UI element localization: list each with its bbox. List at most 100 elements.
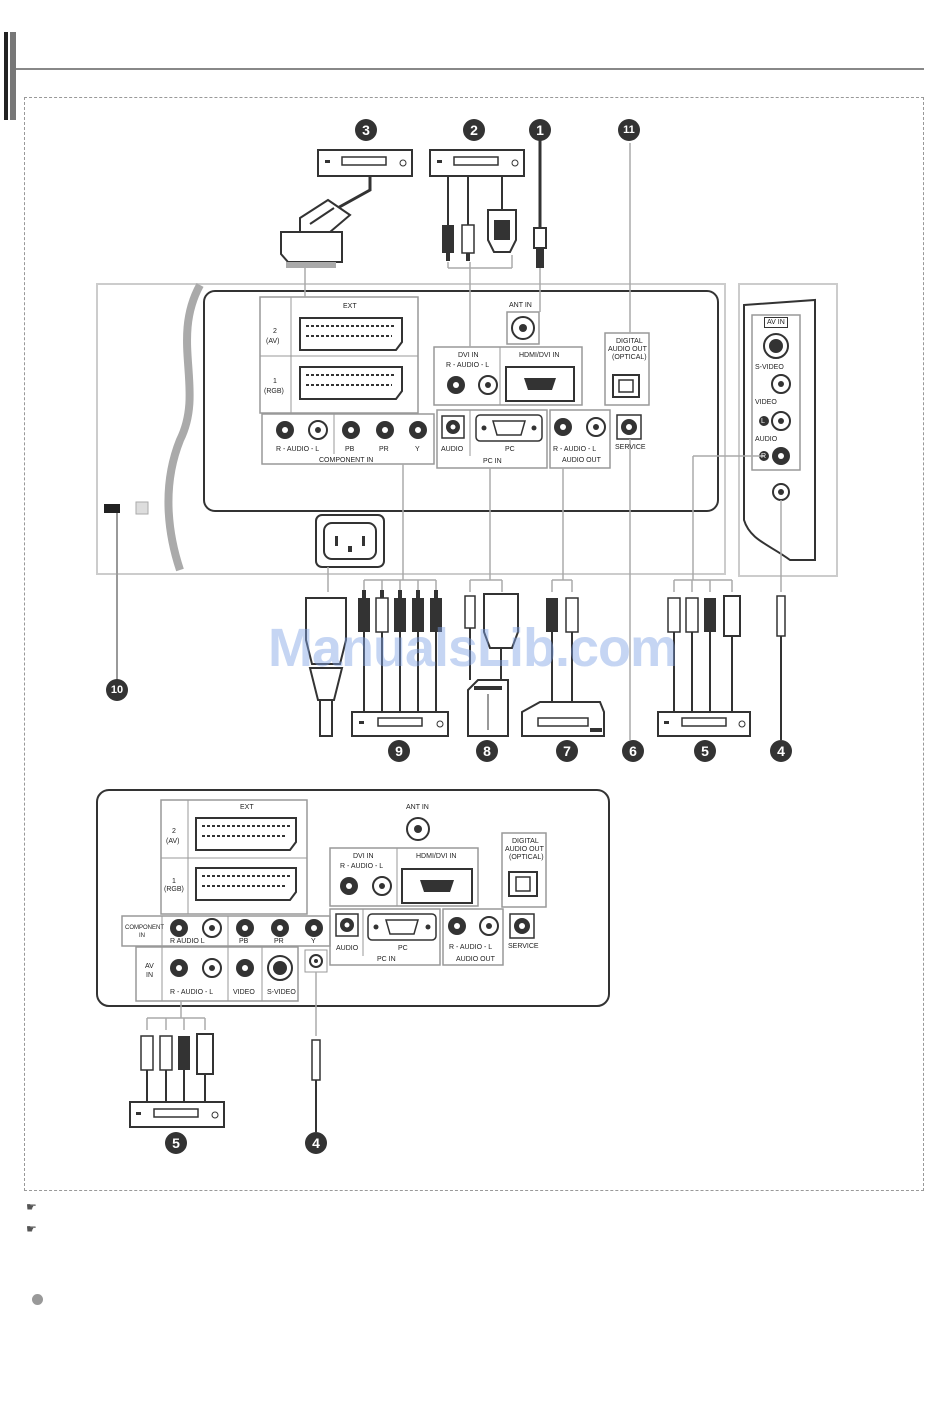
label-ant-in: ANT IN <box>509 302 532 309</box>
label-y: Y <box>415 446 420 453</box>
lower-label-av: AV <box>145 963 154 970</box>
label-ext2: 2 <box>273 328 277 335</box>
callout-2: 2 <box>463 119 485 141</box>
lower-label-ant-in: ANT IN <box>406 804 429 811</box>
label-side-r: R <box>761 453 767 460</box>
callout-7: 7 <box>556 740 578 762</box>
pc-in-box <box>436 409 548 469</box>
lower-label-dvi-in: DVI IN <box>353 853 374 860</box>
note-bullet-icon <box>32 1294 43 1305</box>
device-5 <box>657 711 751 737</box>
label-digital-3: (OPTICAL) <box>612 354 647 361</box>
lower-label-ext1: 1 <box>172 878 176 885</box>
label-side-svideo: S-VIDEO <box>755 364 784 371</box>
label-ext1: 1 <box>273 378 277 385</box>
lower-label-service: SERVICE <box>508 943 539 950</box>
label-pc-in: PC IN <box>483 458 502 465</box>
callout-10: 10 <box>106 679 128 701</box>
side-panel-outline <box>738 283 838 577</box>
callout-4-lower: 4 <box>305 1132 327 1154</box>
label-audio-out: AUDIO OUT <box>562 457 601 464</box>
lower-label-dvi-audio: R - AUDIO - L <box>340 863 384 870</box>
dvi-hdmi-box <box>433 346 583 406</box>
callout-5-lower: 5 <box>165 1132 187 1154</box>
label-comp-audio: R - AUDIO - L <box>276 446 320 453</box>
lower-label-av-audio: R - AUDIO - L <box>170 989 214 996</box>
lower-label-digital-3: (OPTICAL) <box>509 854 544 861</box>
callout-5: 5 <box>694 740 716 762</box>
lower-label-comp-audio: R AUDIO L <box>170 938 205 945</box>
lower-label-video: VIDEO <box>233 989 255 996</box>
label-digital-2: AUDIO OUT <box>608 346 647 353</box>
header-bar <box>4 32 16 120</box>
scart-2 <box>299 317 403 351</box>
power-plug <box>305 597 347 665</box>
component-box <box>261 413 435 465</box>
label-ext1-sub: (RGB) <box>264 388 284 395</box>
label-side-audio: AUDIO <box>755 436 778 443</box>
label-pr: PR <box>379 446 389 453</box>
label-side-video: VIDEO <box>755 399 777 406</box>
lower-label-av-in: IN <box>146 972 153 979</box>
lower-label-pb: PB <box>239 938 249 945</box>
label-side-av-in: AV IN <box>764 317 788 328</box>
device-2-plugs <box>442 209 517 261</box>
label-side-l: L <box>761 418 765 425</box>
label-pc-audio: AUDIO <box>441 446 464 453</box>
lower-label-pc-audio: AUDIO <box>336 945 359 952</box>
audio-out-box <box>549 409 611 469</box>
label-service: SERVICE <box>615 444 646 451</box>
callout-11: 11 <box>618 119 640 141</box>
curved-cable <box>164 283 204 572</box>
device-8 <box>467 679 509 737</box>
label-component-in: COMPONENT IN <box>319 457 374 464</box>
lower-label-ext: EXT <box>240 804 254 811</box>
callout-1: 1 <box>529 119 551 141</box>
label-dvi-audio: R - AUDIO - L <box>446 362 490 369</box>
lower-label-hdmi: HDMI/DVI IN <box>416 853 457 860</box>
scart-1 <box>299 366 403 400</box>
lower-label-digital-2: AUDIO OUT <box>505 846 544 853</box>
component-plugs <box>358 590 442 633</box>
label-ext2-sub: (AV) <box>266 338 280 345</box>
device-2 <box>429 149 525 177</box>
diagram-frame <box>24 97 924 1191</box>
rear-panel-outline <box>96 283 726 575</box>
callout-6: 6 <box>622 740 644 762</box>
lower-label-pc-in: PC IN <box>377 956 396 963</box>
lower-label-aout-audio: R - AUDIO - L <box>449 944 493 951</box>
label-pc: PC <box>505 446 515 453</box>
scart-plug <box>280 198 352 268</box>
lower-label-digital-1: DIGITAL <box>512 838 539 845</box>
label-ext: EXT <box>343 303 357 310</box>
note-hand-icon-2: ☛ <box>26 1222 37 1236</box>
device-7 <box>521 701 605 737</box>
lower-label-svideo: S-VIDEO <box>267 989 296 996</box>
header-rule <box>16 68 924 70</box>
device-3 <box>317 149 413 177</box>
lower-label-audio-out: AUDIO OUT <box>456 956 495 963</box>
callout-3: 3 <box>355 119 377 141</box>
scart-1-pins <box>306 374 396 386</box>
callout-4: 4 <box>770 740 792 762</box>
lower-label-ext2-sub: (AV) <box>166 838 180 845</box>
label-hdmi: HDMI/DVI IN <box>519 352 560 359</box>
lower-device-5 <box>129 1101 225 1128</box>
device-2-cables <box>447 176 503 225</box>
label-dvi-in: DVI IN <box>458 352 479 359</box>
device-9 <box>351 711 449 737</box>
lower-label-ext2: 2 <box>172 828 176 835</box>
callout-9: 9 <box>388 740 410 762</box>
label-aout-audio: R - AUDIO - L <box>553 446 597 453</box>
watermark: ManualsLib.com <box>268 618 678 678</box>
scart-2-pins <box>306 325 396 337</box>
lower-label-ext1-sub: (RGB) <box>164 886 184 893</box>
callout-8: 8 <box>476 740 498 762</box>
lower-label-y: Y <box>311 938 316 945</box>
vga-plug <box>483 593 519 649</box>
label-digital-1: DIGITAL <box>616 338 643 345</box>
lower-label-component-in: IN <box>139 933 145 939</box>
component-jacks <box>276 420 427 440</box>
